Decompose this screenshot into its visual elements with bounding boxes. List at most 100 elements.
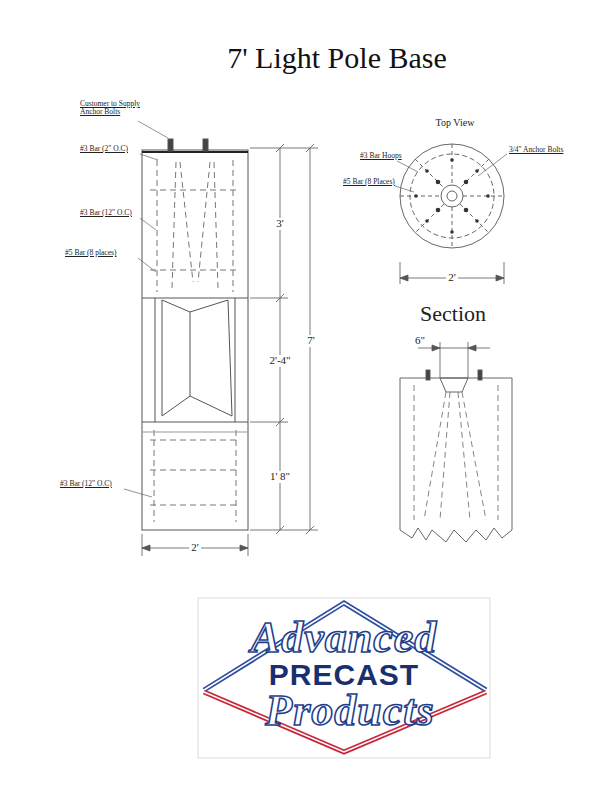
drawing-stroke	[138, 121, 168, 138]
drawing-stroke	[172, 162, 176, 288]
drawing-stroke	[400, 378, 512, 542]
drawing-stroke	[198, 598, 490, 758]
logo-graphic	[198, 598, 490, 758]
drawing-stroke	[150, 505, 240, 506]
drawing-stroke	[142, 422, 248, 423]
rebar-callout: #3 Bar Hoops	[360, 152, 402, 160]
drawing-stroke	[142, 534, 143, 556]
drawing-stroke	[236, 430, 237, 522]
drawing-stroke	[450, 230, 454, 234]
drawing-stroke	[198, 162, 210, 282]
drawing-stroke	[462, 392, 486, 520]
drawing-stroke	[138, 258, 156, 272]
dimension-text: 2'	[189, 542, 200, 554]
rebar-callout: #5 Bar (8 Places)	[343, 178, 395, 186]
drawing-stroke	[400, 262, 401, 284]
drawing-stroke	[250, 298, 288, 299]
dimension-text: 1' 8"	[268, 471, 292, 483]
drawing-stroke	[204, 603, 486, 690]
dimension-lines	[142, 144, 504, 556]
drawing-stroke	[214, 162, 218, 288]
drawing-stroke	[498, 385, 499, 520]
drawing-stroke	[228, 300, 232, 416]
drawing-stroke	[190, 312, 191, 396]
drawing-stroke	[400, 144, 504, 248]
drawing-stroke	[440, 378, 468, 392]
drawing-stroke	[432, 345, 476, 351]
drawing-stroke	[478, 370, 482, 380]
drawing-stroke	[180, 162, 193, 282]
drawing-stroke	[468, 342, 469, 378]
top-view	[400, 144, 504, 248]
drawing-stroke	[414, 385, 415, 520]
drawing-stroke	[150, 270, 240, 271]
drawing-stroke	[150, 440, 240, 441]
drawing-stroke	[233, 160, 234, 292]
drawing-stroke	[168, 139, 173, 151]
drawing-stroke	[418, 348, 490, 349]
callout-note: Customer to Supply Anchor Bolts	[80, 100, 152, 116]
drawing-stroke	[426, 370, 430, 380]
dimension-text: 7'	[305, 335, 316, 347]
drawing-stroke	[504, 262, 505, 284]
elevation-view	[142, 139, 248, 530]
drawing-stroke	[464, 180, 469, 185]
drawing-stroke	[424, 392, 446, 520]
drawing-stroke	[250, 148, 318, 149]
drawing-stroke	[162, 300, 163, 416]
drawing-stroke	[425, 169, 429, 173]
drawing-stroke	[400, 144, 504, 248]
drawing-stroke	[250, 530, 318, 531]
drawing-stroke	[142, 298, 248, 299]
drawing-stroke	[440, 392, 450, 520]
section-view	[400, 370, 512, 542]
drawing-stroke	[458, 392, 470, 520]
page-title: 7' Light Pole Base	[227, 42, 447, 74]
drawing-stroke	[203, 139, 208, 151]
drawing-stroke	[441, 185, 463, 207]
logo-text: Advanced	[251, 615, 437, 661]
rebar-callout: #3 Bar (12" O.C)	[60, 480, 112, 488]
drawing-stroke	[250, 422, 288, 423]
drawing-stroke	[162, 396, 232, 416]
drawing-stroke	[140, 218, 156, 230]
logo-text: Products	[265, 688, 434, 734]
drawing-stroke	[450, 158, 454, 162]
dimension-text: 2'	[446, 272, 457, 284]
drawing-stroke	[140, 154, 158, 160]
rebar-callout: #3 Bar (2" O.C)	[80, 145, 128, 153]
leader-lines	[124, 121, 507, 497]
dimension-text: 3'	[274, 218, 285, 230]
drawing-stroke	[436, 208, 441, 213]
drawing-stroke	[162, 300, 228, 312]
drawing-stroke	[475, 169, 479, 173]
drawing-stroke	[124, 489, 152, 497]
view-heading: Section	[420, 302, 486, 325]
drawing-stroke	[447, 191, 457, 201]
drawing-stroke	[440, 342, 441, 378]
rebar-callout: 3/4" Anchor Bolts	[509, 146, 563, 154]
dimension-text: 2'-4"	[267, 355, 292, 367]
drawing-stroke	[414, 158, 490, 234]
drawing-stroke	[478, 154, 507, 176]
drawing-stroke	[414, 385, 498, 520]
drawing-stroke	[204, 603, 486, 690]
logo-text: PRECAST	[269, 659, 419, 691]
drawing-stroke	[436, 180, 441, 185]
drawing-stroke	[425, 219, 429, 223]
drawing-stroke	[142, 150, 248, 530]
drawing-stroke	[157, 160, 158, 292]
drawing-stroke	[397, 161, 418, 172]
rebar-callout: #3 Bar (12" O.C)	[80, 209, 132, 217]
drawing-stroke	[150, 160, 240, 522]
drawing-stroke	[475, 219, 479, 223]
drawing-stroke	[486, 194, 490, 198]
drawing-stroke	[464, 208, 469, 213]
drawing-stroke	[155, 298, 156, 422]
drawing-stroke	[150, 470, 240, 471]
drawing-stroke	[248, 534, 249, 556]
dimension-text: 6"	[413, 335, 427, 347]
rebar-callout: #5 Bar (8 places)	[65, 249, 116, 257]
drawing-stroke	[235, 298, 236, 422]
drawing-stroke	[150, 190, 240, 191]
